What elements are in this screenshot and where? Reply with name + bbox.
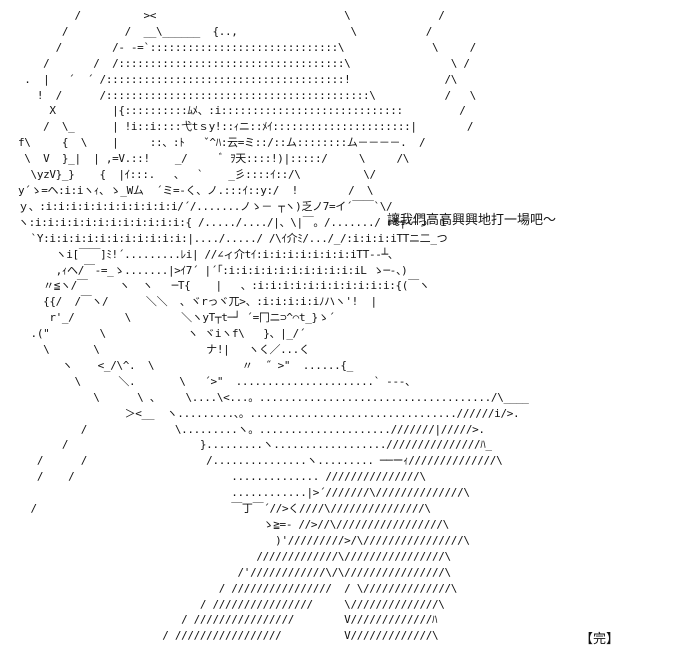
ascii-art-line: )'/////////>/\////////////////\ <box>275 533 470 547</box>
ascii-art-line: / / .............. ///////////////\ <box>36 470 426 484</box>
ascii-art-line: y´ゝ=ヘ:i:iヽｨ、ゝ_Wム ´ミ=-く、ノ.:::ｲ::y:/ ! / \ <box>18 183 374 197</box>
ascii-art-line: / \.........ヽ。...................../////… <box>80 422 485 436</box>
ascii-art-line: ＞<__ ヽ.........、。.......................… <box>124 406 520 420</box>
ascii-art-line: r'_/ \ ＼ヽyT┬t─┘ ´=冂ニ⊃^⌒t_}ゝ´ <box>49 311 335 325</box>
ascii-art-line: ｙ、:i:i:i:i:i:i:i:i:i:i:i/´/.......ノゝ－ ┬ヽ… <box>18 199 393 213</box>
ascii-art-line: X |{::::::::::ﾑﾒ、:i:::::::::::::::::::::… <box>49 104 466 118</box>
ascii-art-line: ゝ≧=- //>//\/////////////////\ <box>262 518 450 531</box>
ascii-art-line: ヽi[￣￣]ﾐ!´.........ﾚi| //∠ィ介tｲ:i:i:i:i:i:… <box>55 247 399 261</box>
ascii-art-line: ............|>´///////\//////////////\ <box>231 486 470 500</box>
ascii-art-line: /'////////////\/\////////////////\ <box>237 565 452 579</box>
ascii-art-line: ,ｨヘ/￣-=_ゝ.......|>ｲ7´ |´｢:i:i:i:i:i:i:i:… <box>55 263 408 277</box>
ascii-art-line: `Y:i:i:i:i:i:i:i:i:i:i:i:|..../...../ /\… <box>30 231 448 245</box>
ascii-art-line: 〃≦ヽ/￣ ヽ ヽ ─T{ | 、:i:i:i:i:i:i:i:i:i:i:i:… <box>43 279 430 293</box>
ascii-art-line: / }.........ヽ................../////////… <box>61 438 492 452</box>
ascii-art-line: / / /:::::::::::::::::::::::::::::::::::… <box>43 56 470 70</box>
ascii-art-line: ヽ <_/\^. \ 〃 ˝ >" ......{_ <box>61 358 353 372</box>
ascii-art-line: / >< \ / <box>74 9 445 22</box>
ascii-art-line: / \_ | !i::i::::弋tｓy!::ｨニ::ﾒｲ:::::::::::… <box>43 120 474 134</box>
ascii-art-character: / >< \ / / / __\______ {.., \ / / /- -=`… <box>18 8 529 644</box>
ascii-art-line: / / /...............ヽ......... ──ーｨ/////… <box>36 454 503 468</box>
ascii-art-line: \ ＼. \ ´>" ......................` ---、 <box>74 374 416 388</box>
ascii-art-line: / ￣丁￣´//>く////\///////////////\ <box>30 502 432 516</box>
end-mark: 【完】 <box>580 632 620 647</box>
ascii-art-line: / //////////////// \//////////////\ <box>199 597 445 611</box>
ascii-art-line: . | ´ ´ /:::::::::::::::::::::::::::::::… <box>24 72 458 86</box>
ascii-art-line: .(" \ ヽ ヾiヽf\ }、|_/´ <box>30 327 306 341</box>
ascii-art-line: ! / /:::::::::::::::::::::::::::::::::::… <box>36 88 476 102</box>
ascii-art-line: / / __\______ {.., \ / <box>61 24 432 38</box>
ascii-art-line: \ \ ナ!| ヽく／...く <box>43 343 310 357</box>
ascii-art-line: / /- -=`::::::::::::::::::::::::::::::\ … <box>55 40 477 54</box>
ascii-art-line: /////////////\////////////////\ <box>256 549 451 563</box>
ascii-art-line: ヽ:i:i:i:i:i:i:i:i:i:i:i:i:{ /...../..../… <box>18 215 447 229</box>
ascii-art-line: / //////////////// V/////////////ﾊ <box>181 613 438 627</box>
ascii-art-line: / ///////////////// V/////////////\ <box>162 629 439 643</box>
ascii-art-line: {{/ /￣ヽ/ ＼＼ 、ヾrっヾ兀>、:i:i:i:i:iﾉハヽ'! | <box>43 295 377 309</box>
ascii-art-line: \ V }_| | ,=V.::! _/ ﾞ ｦ天::::!)|:::::/ \… <box>24 152 410 166</box>
ascii-art-line: / //////////////// / \//////////////\ <box>218 581 458 595</box>
ascii-art-line: f\ { \ | ::、:ﾄ ˇ^ﾊ:云=ミ::/::ム::::::::ム－－－… <box>18 136 426 150</box>
speech-text: 讓我們高高興興地打一場吧～ <box>387 213 557 228</box>
ascii-art-line: \yzV}_} { |ｲ:::. 、 ` _彡::::ｲ::/\ \/ <box>30 168 377 182</box>
ascii-art-line: \ \ 、 \....\<...。.......................… <box>93 390 529 404</box>
